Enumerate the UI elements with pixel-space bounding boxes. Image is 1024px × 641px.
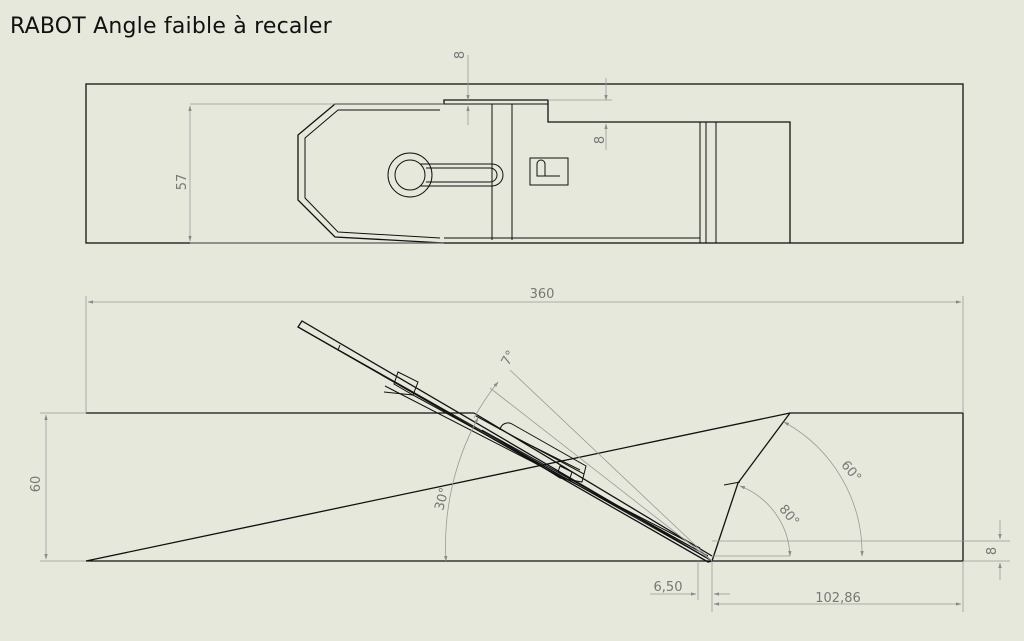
dim-front-angle-inner: 80° [776,502,802,529]
dim-mouth-offset: 6,50 [654,580,683,595]
top-view-body [85,83,964,244]
side-view-body [85,412,964,562]
dim-sole-step: 8 [985,547,1000,555]
dim-width: 57 [175,174,190,191]
dim-height: 60 [29,476,44,493]
dim-top-slot: 8 [453,51,468,59]
dim-bed-angle: 30° [432,486,452,512]
knob-circle [387,152,433,198]
dim-blade-gap: 7° [499,348,519,368]
dim-front-length: 102,86 [815,591,861,606]
drawing-title: RABOT Angle faible à recaler [10,14,332,39]
dim-length: 360 [530,287,555,302]
dim-step: 8 [593,136,608,144]
screw-slot [529,157,569,186]
top-view: 57 8 8 [85,51,964,244]
dim-front-angle-outer: 60° [838,458,864,485]
blade-outline [443,99,791,243]
side-view: 7° 30° 80° 60° 360 60 6,50 102,86 [29,287,1010,612]
